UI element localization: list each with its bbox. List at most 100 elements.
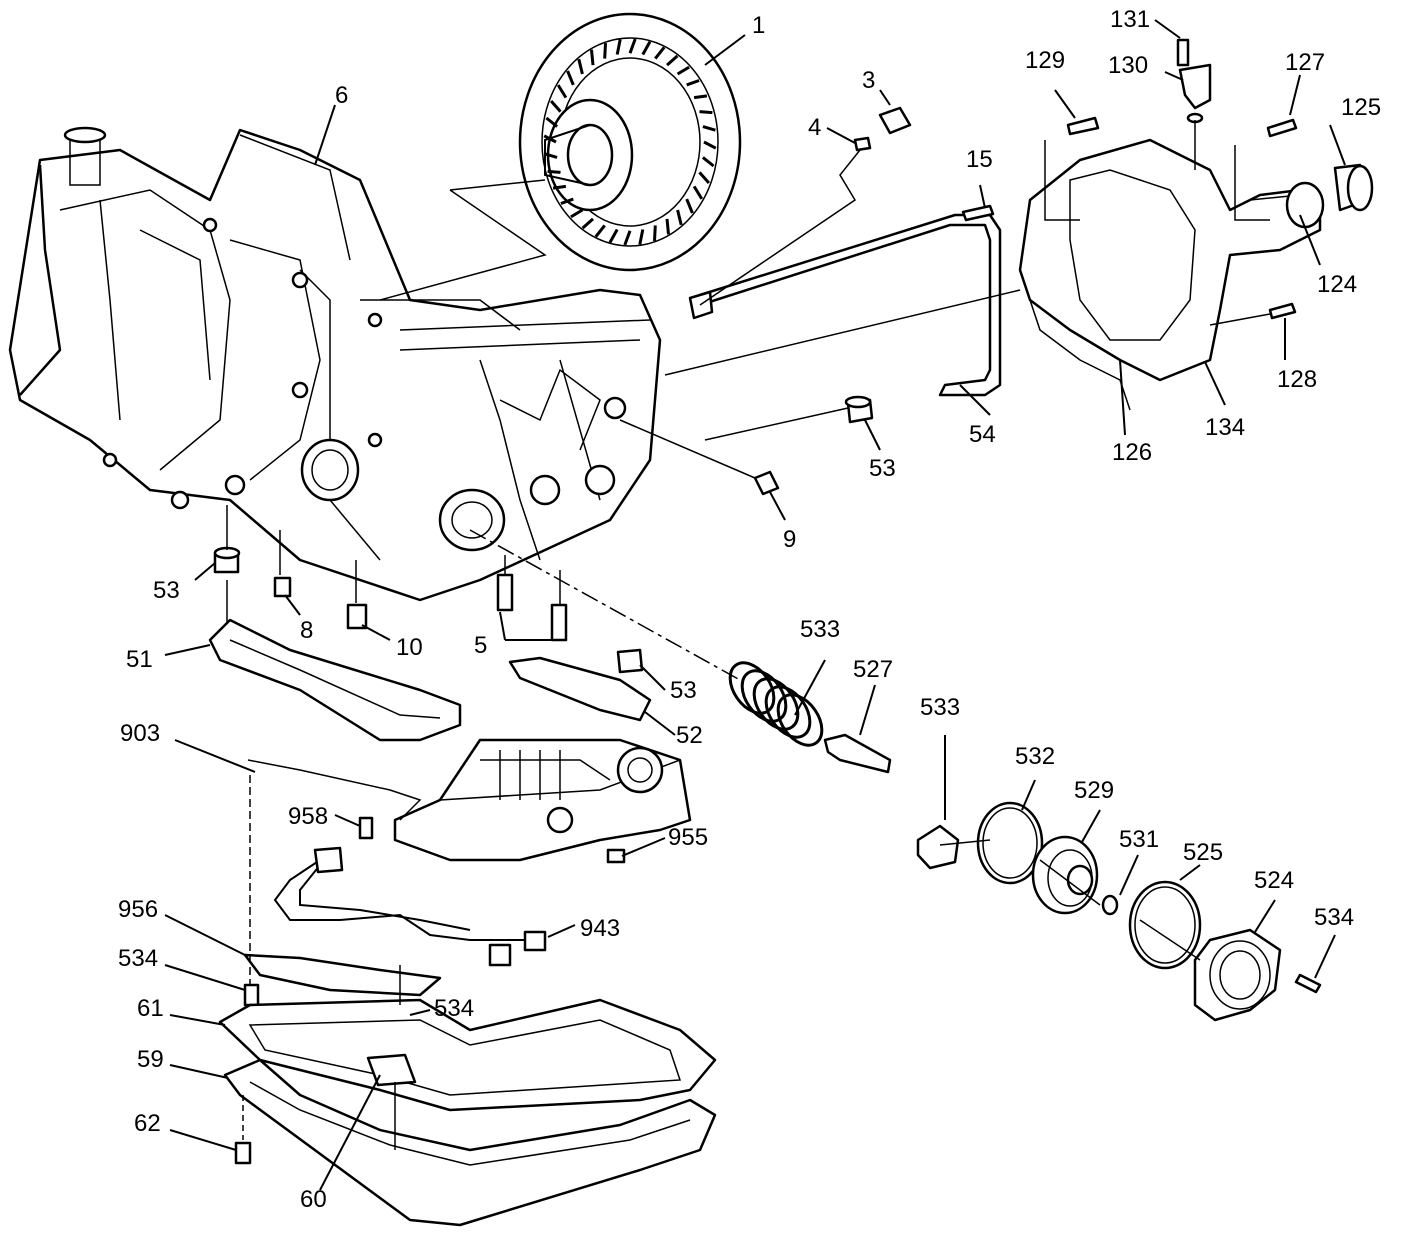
callout-125: 125 [1341, 94, 1381, 121]
washer-4 [853, 136, 872, 152]
converter-fin-slot [638, 229, 645, 245]
callout-127: 127 [1285, 49, 1325, 76]
callout-53-plate: 53 [670, 677, 697, 704]
bolt-534-left [243, 983, 260, 1007]
oil-pan-59 [223, 1058, 717, 1227]
callout-1: 1 [752, 12, 765, 39]
callout-54: 54 [969, 421, 996, 448]
callout-531: 531 [1119, 826, 1159, 853]
callout-529: 529 [1074, 777, 1114, 804]
gasket-903 [247, 759, 422, 821]
plate-60 [366, 1053, 417, 1087]
plate-52 [508, 656, 652, 722]
converter-fin-slot [692, 185, 704, 200]
converter-fin-slot [676, 209, 683, 226]
piston-529 [1031, 835, 1099, 915]
callout-958: 958 [288, 803, 328, 830]
callout-62: 62 [134, 1110, 161, 1137]
bolt-15 [961, 204, 995, 222]
callout-53-left: 53 [153, 577, 180, 604]
converter-fin-slot [543, 134, 557, 144]
callout-131: 131 [1110, 6, 1150, 33]
plug-8 [273, 576, 292, 598]
callout-52: 52 [676, 722, 703, 749]
callout-532: 532 [1015, 743, 1055, 770]
connector-53-plate [616, 648, 644, 674]
callout-533-servo: 533 [920, 694, 960, 721]
callout-126: 126 [1112, 439, 1152, 466]
callout-60: 60 [300, 1186, 327, 1213]
callout-130: 130 [1108, 52, 1148, 79]
callout-5: 5 [474, 632, 487, 659]
callout-524: 524 [1254, 867, 1294, 894]
alignment-lines [226, 120, 1271, 1150]
plug-9 [753, 470, 780, 496]
bolt-131 [1176, 38, 1190, 67]
callout-955: 955 [668, 824, 708, 851]
converter-fin-slot [699, 110, 713, 115]
callout-956: 956 [118, 896, 158, 923]
callout-4: 4 [808, 114, 821, 141]
callout-943: 943 [580, 915, 620, 942]
converter-fin-slot [570, 208, 584, 219]
callout-15: 15 [966, 146, 993, 173]
leader-lines [164, 19, 1346, 1191]
bolts-5 [496, 573, 568, 642]
converter-fin-slot [676, 65, 690, 76]
callout-8: 8 [300, 617, 313, 644]
converter-fin-slot [556, 84, 568, 99]
converter-fin-slot [702, 125, 716, 132]
converter-fin-slot [703, 140, 717, 150]
oring-532 [976, 801, 1044, 885]
valve-body [393, 738, 692, 862]
converter-fin-slot [623, 230, 632, 246]
servo-533 [916, 824, 960, 870]
callout-61: 61 [137, 995, 164, 1022]
transmission-case [8, 126, 662, 602]
callout-labels: 1 3 4 6 15 129 131 130 127 125 124 128 1… [118, 6, 1381, 1213]
callout-527: 527 [853, 656, 893, 683]
converter-fin-slot [685, 198, 694, 214]
callout-134: 134 [1205, 414, 1245, 441]
callout-51: 51 [126, 646, 153, 673]
callout-9: 9 [783, 526, 796, 553]
callout-534-left: 534 [118, 945, 158, 972]
callout-59: 59 [137, 1046, 164, 1073]
torque-converter [518, 12, 742, 272]
converter-fin-slot [615, 39, 622, 55]
callout-124: 124 [1317, 271, 1357, 298]
converter-fin-slot [544, 152, 558, 159]
converter-fin-slot [666, 54, 679, 67]
callout-533-spring: 533 [800, 616, 840, 643]
plug-10 [346, 603, 368, 630]
converter-fin-slot [641, 40, 652, 56]
oring-525 [1128, 880, 1202, 970]
converter-fin-slot [628, 38, 637, 54]
callout-534-right: 534 [1314, 904, 1354, 931]
converter-fin-slot [665, 218, 670, 235]
converter-fin-slot [545, 116, 559, 128]
converter-fin-slot [693, 94, 708, 100]
spring-coil [776, 693, 824, 747]
ring-531 [1101, 894, 1119, 916]
converter-fin-slot [577, 58, 584, 75]
callout-129: 129 [1025, 47, 1065, 74]
converter-fin-slot [701, 156, 715, 168]
bolt-127 [1266, 118, 1298, 138]
converter-fin-slot [590, 49, 595, 66]
converter-fin-slot [560, 197, 574, 205]
callout-6: 6 [335, 82, 348, 109]
bolt-62 [234, 1141, 252, 1165]
callout-128: 128 [1277, 366, 1317, 393]
converter-fin-slot [698, 171, 711, 184]
converter-fin-slot [547, 169, 561, 174]
gasket-51 [208, 618, 462, 742]
wiring-harness [273, 846, 547, 967]
bolt-129 [1066, 116, 1100, 136]
converter-fin-slot [594, 224, 606, 238]
filter-956 [243, 953, 442, 997]
pin-527 [823, 733, 892, 774]
callout-534-mid: 534 [434, 995, 474, 1022]
converter-fin-slot [581, 217, 594, 230]
converter-fin-slot [603, 43, 607, 59]
